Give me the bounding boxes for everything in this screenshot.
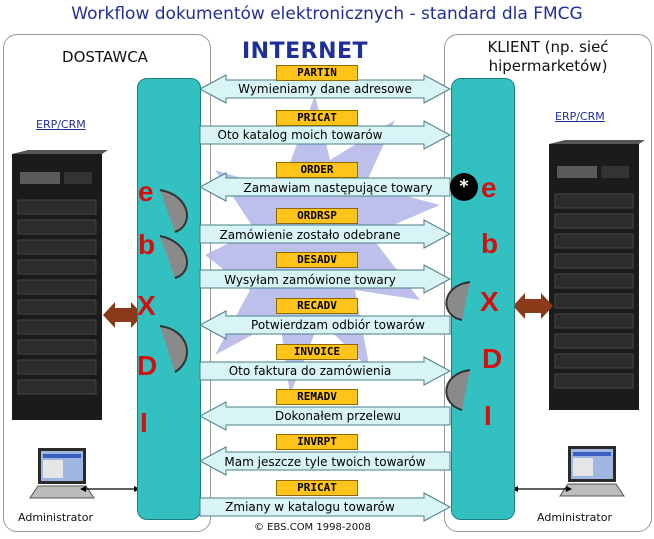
client-title-line1: KLIENT (np. sieć bbox=[487, 38, 609, 56]
message-tag-invrpt: INVRPT bbox=[276, 434, 358, 450]
message-tag-remadv: REMADV bbox=[276, 389, 358, 405]
message-tag-ordrsp: ORDRSP bbox=[276, 208, 358, 224]
message-arrow-partin-0 bbox=[198, 74, 452, 104]
client-title-line2: hipermarketów) bbox=[488, 57, 608, 75]
client-erp-label: ERP/CRM bbox=[555, 110, 605, 123]
message-text-invoice: Oto faktura do zamówienia bbox=[228, 364, 392, 378]
message-arrow-invoice-6 bbox=[199, 356, 452, 386]
client-laptop bbox=[559, 446, 625, 497]
supplier-edi-column bbox=[137, 78, 201, 520]
message-tag-desadv: DESADV bbox=[276, 252, 358, 268]
message-text-order: Zamawiam następujące towary bbox=[243, 181, 433, 195]
supplier-sync-arrow bbox=[103, 302, 143, 328]
message-text-desadv: Wysyłam zamówione towary bbox=[224, 273, 396, 287]
client-edi-letter-x: X bbox=[480, 286, 499, 317]
message-tag-invoice: INVOICE bbox=[276, 344, 358, 360]
client-admin-connector bbox=[512, 486, 572, 492]
client-edi-letter-b: b bbox=[481, 228, 499, 259]
message-arrow-recadv-5 bbox=[198, 310, 451, 340]
client-server bbox=[549, 140, 645, 410]
supplier-server bbox=[12, 150, 108, 420]
message-text-ordrsp: Zamówienie zostało odebrane bbox=[219, 228, 401, 242]
message-text-remadv: Dokonałem przelewu bbox=[274, 409, 402, 423]
internet-label: INTERNET bbox=[242, 39, 369, 64]
supplier-edi-letter-x: X bbox=[137, 290, 156, 321]
message-arrow-remadv-7 bbox=[198, 401, 451, 431]
message-arrow-pricat-9 bbox=[199, 492, 452, 522]
supplier-erp-label: ERP/CRM bbox=[36, 118, 86, 131]
supplier-title: DOSTAWCA bbox=[62, 48, 148, 66]
supplier-edi-letter-b: b bbox=[138, 229, 156, 260]
message-tag-order: ORDER bbox=[276, 162, 358, 178]
supplier-admin-label: Administrator bbox=[18, 511, 93, 524]
message-tag-pricat-2: PRICAT bbox=[276, 480, 358, 496]
message-text-partin: Wymieniamy dane adresowe bbox=[238, 82, 412, 96]
client-sync-arrow bbox=[513, 293, 553, 319]
message-arrow-invrpt-8 bbox=[198, 446, 451, 476]
message-text-invrpt: Mam jeszcze tyle twoich towarów bbox=[224, 455, 426, 469]
message-arrow-desadv-4 bbox=[199, 264, 452, 294]
supplier-edi-letter-d: D bbox=[137, 350, 158, 381]
message-text-pricat: Oto katalog moich towarów bbox=[217, 128, 383, 142]
supplier-edi-letter-i: I bbox=[140, 407, 148, 438]
message-text-pricat-2: Zmiany w katalogu towarów bbox=[225, 500, 395, 514]
message-tag-partin: PARTIN bbox=[276, 65, 358, 81]
client-edi-letter-i: I bbox=[484, 400, 492, 431]
diagram-title: Workflow dokumentów elektronicznych - st… bbox=[71, 4, 583, 24]
order-start-marker: * bbox=[450, 173, 478, 201]
supplier-edi-letter-e: e bbox=[138, 176, 154, 207]
message-arrow-order-2 bbox=[198, 172, 451, 202]
client-edi-letter-d: D bbox=[482, 343, 503, 374]
client-edi-letter-e: e bbox=[481, 172, 497, 203]
client-admin-label: Administrator bbox=[537, 511, 612, 524]
supplier-laptop bbox=[29, 448, 95, 499]
message-arrow-pricat-1 bbox=[199, 120, 452, 150]
message-tag-pricat: PRICAT bbox=[276, 110, 358, 126]
message-arrow-ordrsp-3 bbox=[199, 219, 452, 249]
message-tag-recadv: RECADV bbox=[276, 298, 358, 314]
copyright: © EBS.COM 1998-2008 bbox=[254, 522, 371, 533]
message-text-recadv: Potwierdzam odbiór towarów bbox=[251, 318, 425, 332]
